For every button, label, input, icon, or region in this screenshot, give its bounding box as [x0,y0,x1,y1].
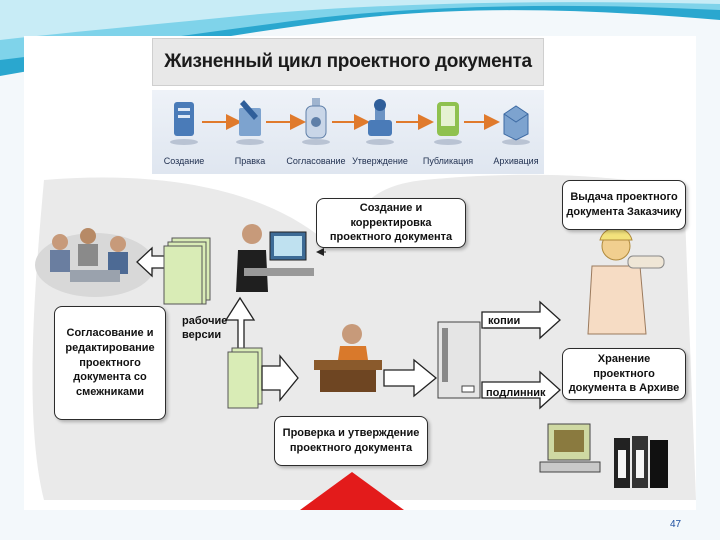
diagram-title-bar: Жизненный цикл проектного документа [152,38,544,86]
issue-customer-label: Выдача проектного документа Заказчику [566,191,682,218]
stage-edit: Правка [220,90,280,174]
archive-store-box: Хранение проектного документа в Архиве [562,348,686,400]
header-wave-decoration [0,0,720,76]
team-meeting-illustration [35,228,155,297]
check-approve-box: Проверка и утверждение проектного докуме… [274,416,428,466]
document-create-icon [170,102,198,145]
archive-computer-illustration [539,423,601,473]
manager-on-phone-illustration [314,324,382,392]
working-versions-label: рабочие версии [182,315,228,342]
stage-coordinate: Согласование [286,90,346,174]
document-publish-icon [434,102,462,145]
stage-publish: Публикация [418,90,478,174]
stage-approve: Утверждение [350,90,410,174]
stage-label: Публикация [422,156,474,166]
lifecycle-stages: Создание Правка Согласование Утверждение [152,90,544,174]
copies-label: копии [488,315,521,327]
working-docs-stack [163,237,211,305]
archive-store-label: Хранение проектного документа в Архиве [568,352,680,395]
coordinate-label: Согласование и редактирование проектного… [65,326,155,399]
document-cabinet [437,321,481,399]
stage-archive: Архивация [486,90,546,174]
archive-binders-illustration [614,436,668,488]
create-edit-box: Создание и корректировка проектного доку… [316,198,466,248]
customer-engineer-illustration [587,227,665,335]
page-number: 47 [670,519,682,530]
stage-label: Правка [234,156,266,166]
working-docs-lower [227,347,263,409]
designer-at-computer-illustration [236,224,314,292]
stage-label: Создание [163,156,205,166]
red-triangle-indicator [300,472,404,510]
originals-arrow [481,370,561,410]
docs-to-review-arrow [261,354,299,402]
archive-box-icon [502,105,530,145]
review-to-archive-arrow [383,358,438,398]
stage-label: Архивация [493,156,539,166]
diagram-title: Жизненный цикл проектного документа [164,51,532,72]
originals-label: подлинник [486,387,546,399]
bottle-approve-icon [302,98,330,145]
issue-customer-box: Выдача проектного документа Заказчику [562,180,686,230]
stage-label: Утверждение [352,156,408,166]
check-approve-label: Проверка и утверждение проектного докуме… [282,427,420,454]
document-edit-icon [236,100,264,145]
coordinate-box: Согласование и редактирование проектного… [54,306,166,420]
stage-arrows [202,114,500,130]
stamp-approve-icon [366,99,394,145]
stage-label: Согласование [286,156,346,166]
stage-create: Создание [154,90,214,174]
create-edit-label: Создание и корректировка проектного доку… [329,201,453,244]
